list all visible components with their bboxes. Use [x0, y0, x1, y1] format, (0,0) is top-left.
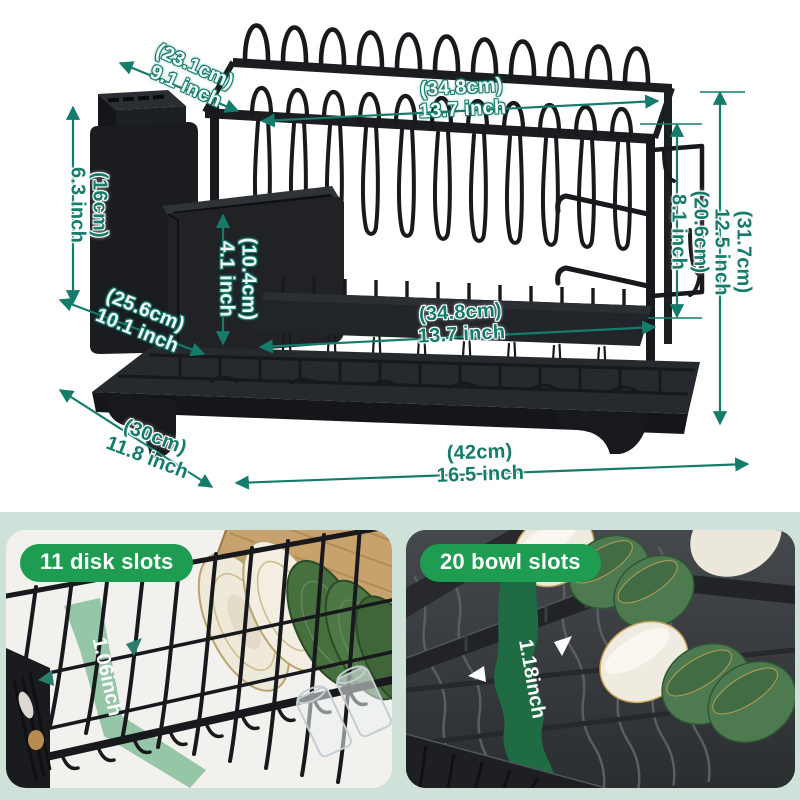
utensil-holder [6, 648, 52, 788]
detail-panels: 1.06inch 11 disk slots [0, 512, 800, 800]
bowl-slots-badge: 20 bowl slots [420, 544, 601, 582]
slot-width-arrows [468, 636, 572, 682]
slot-width-arrows [38, 638, 142, 686]
drainboard-tray [92, 346, 700, 458]
front-rail [406, 733, 607, 788]
dish-rack-illustration [58, 0, 750, 490]
drinking-glasses [296, 665, 392, 758]
dimension-arrows [58, 61, 750, 490]
slot-width-ribbon [494, 568, 557, 788]
disk-slots-photo: 1.06inch [6, 530, 392, 788]
dish-rack-diagram: (23.1cm) 9.1 inch (34.8cm) 13.7 inch (16… [58, 0, 755, 490]
disk-slots-badge: 11 disk slots [20, 544, 194, 582]
disk-slots-panel: 1.06inch 11 disk slots [6, 530, 392, 788]
bowl-slots-panel: 1.18inch 20 bowl slots [406, 530, 795, 788]
